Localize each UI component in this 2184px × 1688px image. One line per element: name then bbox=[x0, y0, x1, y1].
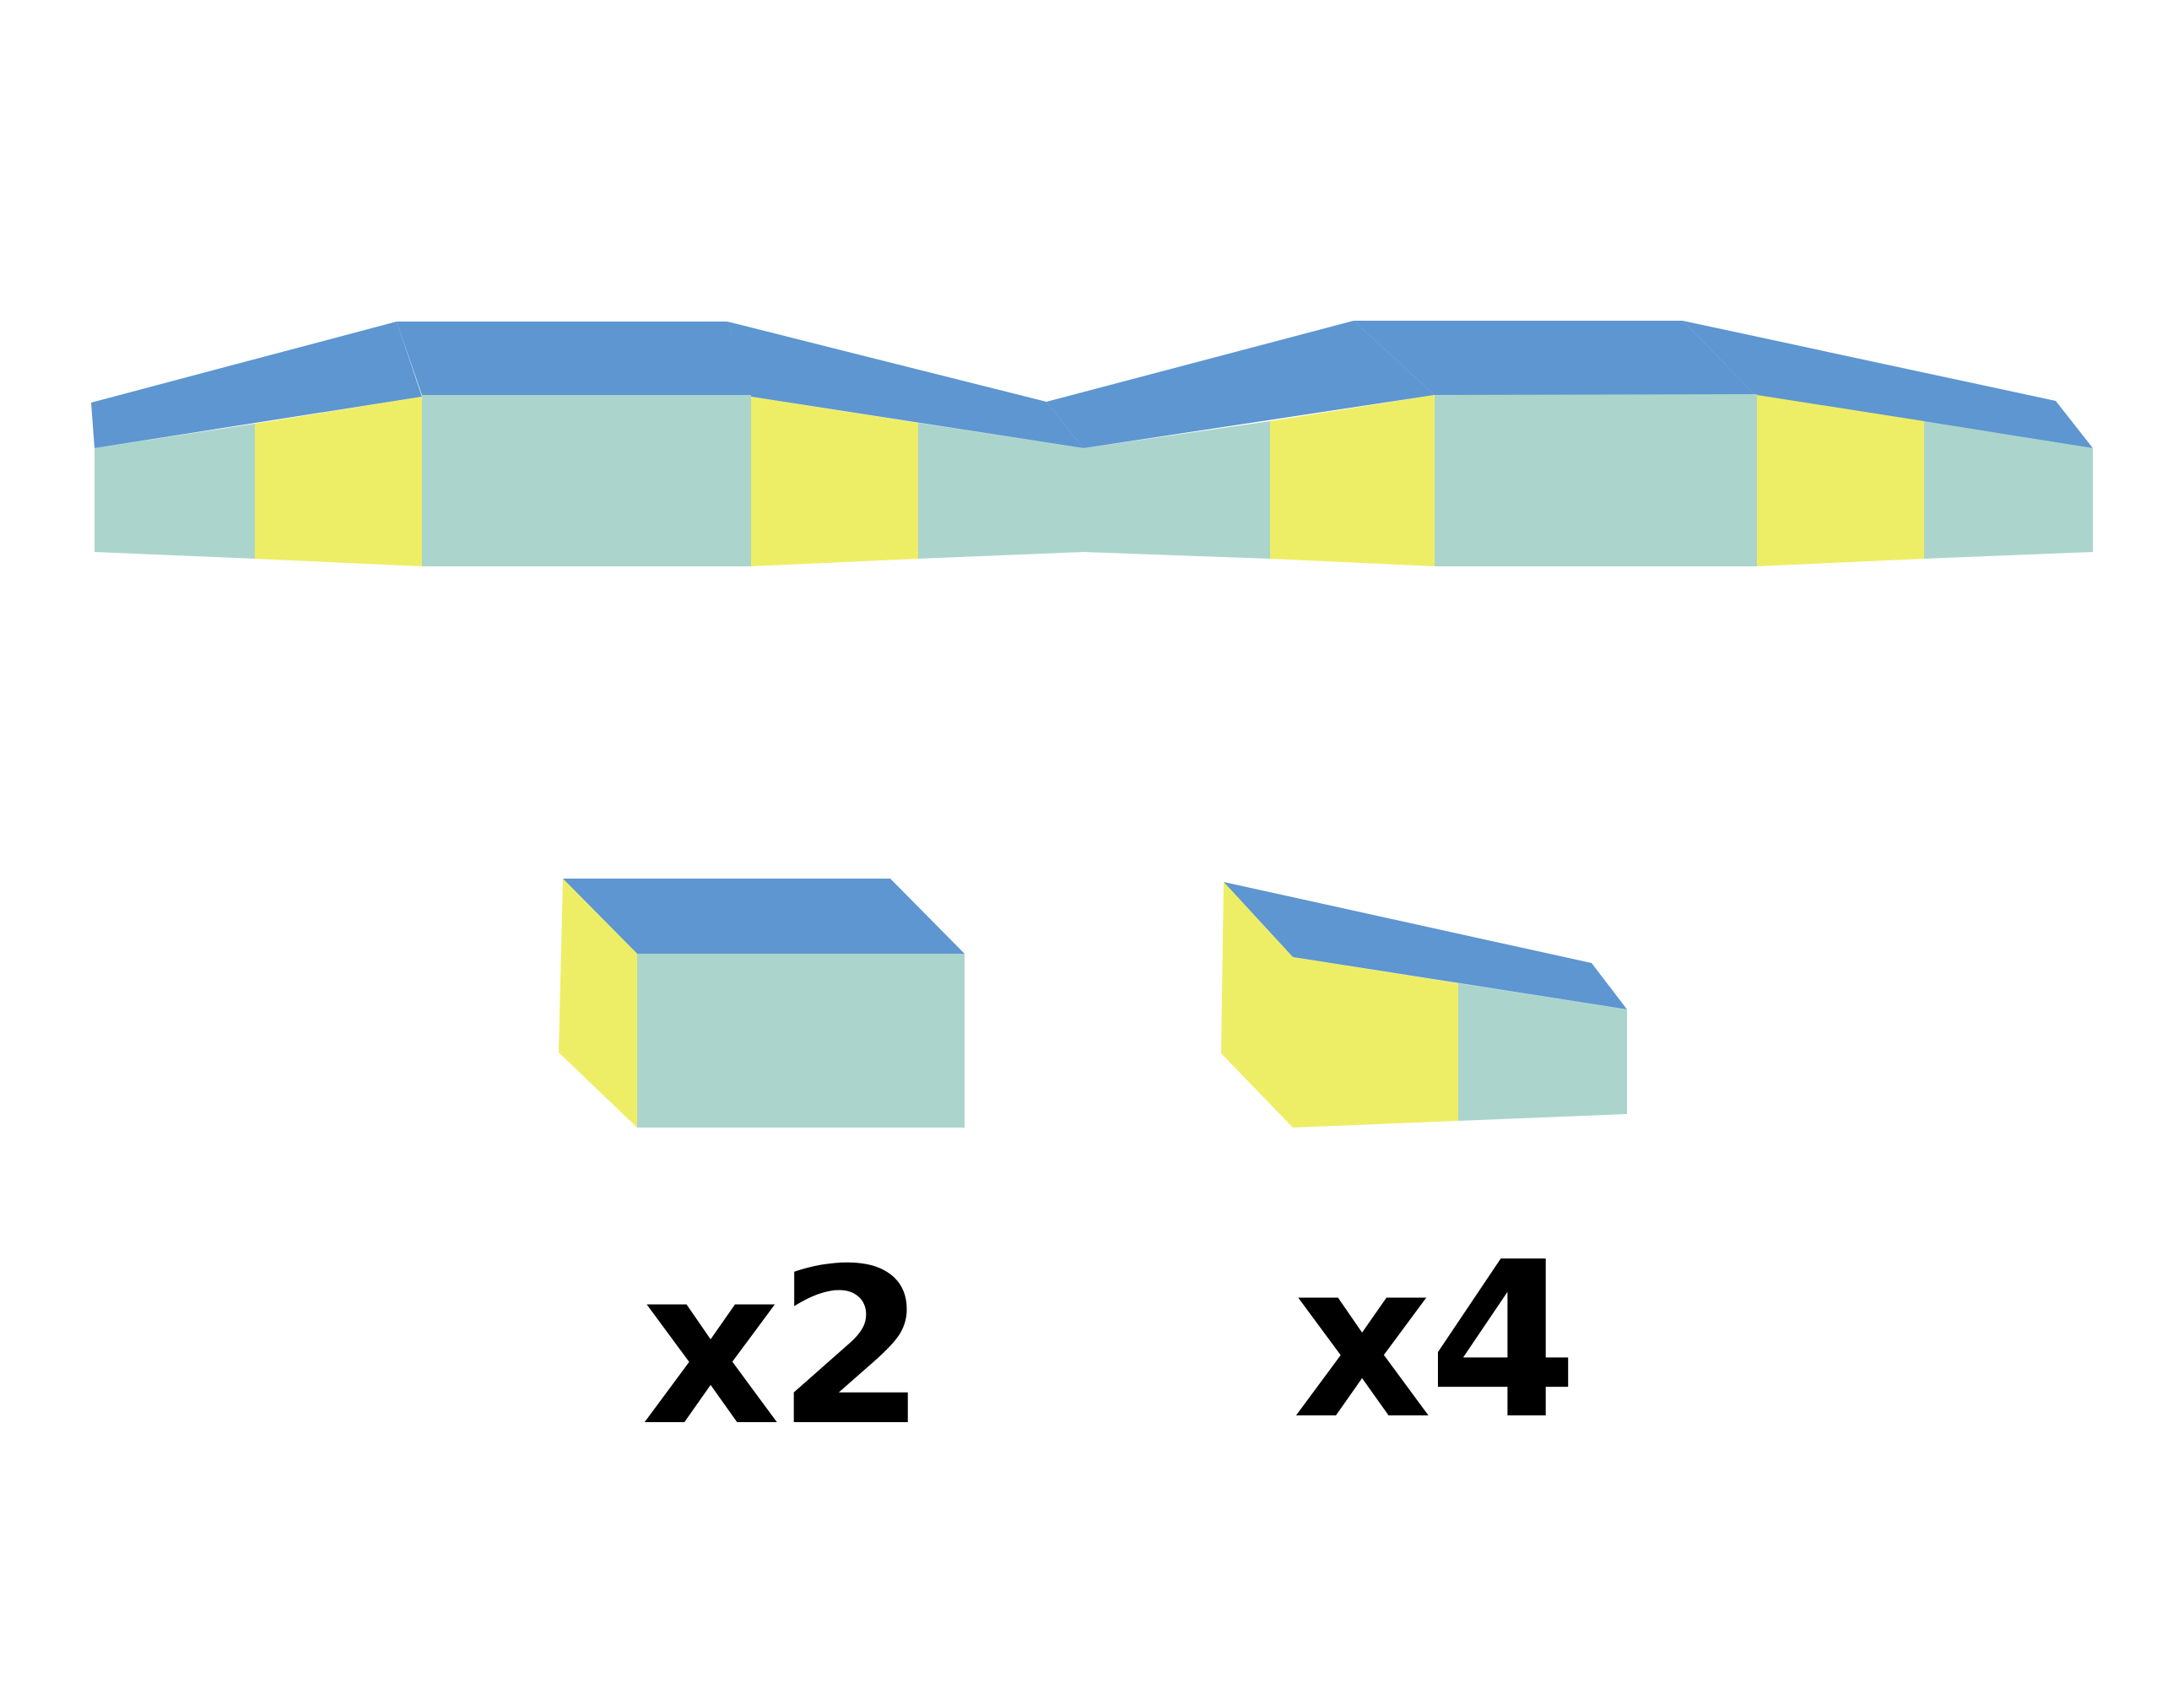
strip-top-face-1 bbox=[91, 322, 422, 448]
strip-top-face-6 bbox=[1683, 321, 2093, 448]
strip-front-yellow-1 bbox=[255, 397, 422, 566]
strip-top-face-4 bbox=[1046, 321, 1435, 448]
rect-block-top-face bbox=[563, 879, 965, 954]
rectangular-block-count-label: x2 bbox=[641, 1223, 927, 1474]
strip-front-teal-4 bbox=[1084, 421, 1270, 559]
strip-top-face-5 bbox=[1354, 321, 1755, 395]
wedge-block-top-face bbox=[1224, 882, 1627, 1009]
strip-front-yellow-3 bbox=[1270, 395, 1435, 566]
rectangular-block bbox=[559, 879, 965, 1128]
strip-top-face-2 bbox=[397, 322, 751, 395]
strip-front-teal-1 bbox=[95, 424, 255, 559]
strip-front-yellow-2 bbox=[751, 397, 918, 566]
assembled-strip bbox=[91, 321, 2093, 566]
wedge-block-front-face bbox=[1458, 983, 1627, 1121]
strip-top-face-3 bbox=[727, 322, 1084, 448]
wedge-block bbox=[1221, 882, 1627, 1128]
wedge-block-yellow-face bbox=[1221, 882, 1458, 1128]
strip-front-teal-2 bbox=[422, 395, 751, 566]
strip-front-teal-5 bbox=[1435, 394, 1757, 566]
strip-front-teal-6 bbox=[1924, 421, 2093, 559]
strip-front-teal-3 bbox=[918, 423, 1084, 559]
wedge-block-count-label: x4 bbox=[1293, 1216, 1578, 1467]
strip-front-yellow-4 bbox=[1757, 395, 1924, 566]
rect-block-side-face bbox=[559, 879, 637, 1128]
rect-block-front-face bbox=[637, 954, 965, 1128]
